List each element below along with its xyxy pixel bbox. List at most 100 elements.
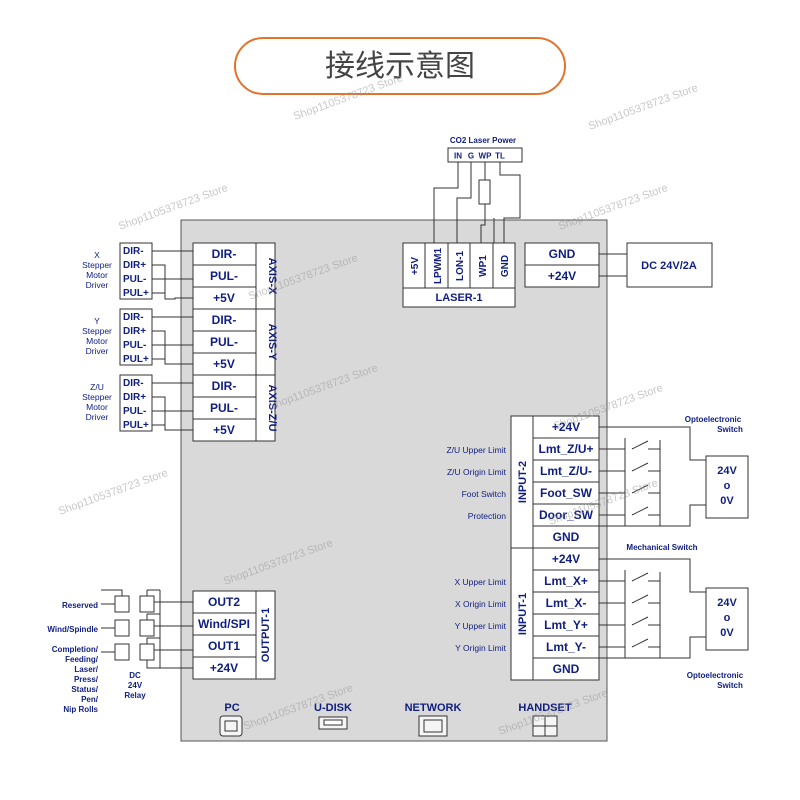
- y-driver-label-1: Y: [94, 316, 100, 326]
- laser-pin-lon1: LON-1: [455, 251, 466, 281]
- y-driver-label-3: Motor: [86, 336, 108, 346]
- wire-wp: [480, 162, 486, 245]
- input2-port: +24V Lmt_Z/U+ Lmt_Z/U- Foot_SW Door_SW G…: [446, 415, 600, 549]
- axis-zu-pin-pul: PUL-: [210, 401, 238, 415]
- y-driver: Y Stepper Motor Driver DIR- DIR+ PUL- PU…: [82, 308, 193, 366]
- co2-pin-g: G: [468, 152, 474, 161]
- axis-zu-pin-5v: +5V: [213, 423, 235, 437]
- input2-pin-2: Lmt_Z/U+: [538, 442, 593, 456]
- y-driver-label-2: Stepper: [82, 326, 112, 336]
- y-drv-pin-1: DIR-: [123, 312, 144, 323]
- wire-in-lpwm: [433, 162, 459, 245]
- power-port: GND +24V DC 24V/2A: [524, 242, 713, 288]
- opto-top-label-1: Optoelectronic: [685, 415, 742, 424]
- y-drv-pin-3: PUL-: [123, 340, 146, 351]
- output1-name: OUTPUT-1: [260, 608, 272, 662]
- relay-label-2: 24V: [128, 681, 143, 690]
- port-network-label: NETWORK: [405, 702, 462, 714]
- load-line-4: Press/: [74, 675, 99, 684]
- opto-bottom-label-1: Optoelectronic: [687, 671, 744, 680]
- title-pill: [234, 37, 566, 95]
- laser-port: +5V LPWM1 LON-1 WP1 GND LASER-1: [402, 242, 516, 308]
- relay-1-contact: [139, 595, 155, 613]
- axis-zu-port: DIR- PUL- +5V AXIS-Z/U: [192, 374, 278, 442]
- y-drv-pin-4: PUL+: [123, 354, 149, 365]
- mech-switch-label: Mechanical Switch: [626, 543, 697, 552]
- input1-pin-3: Lmt_X-: [546, 596, 587, 610]
- input2-pin-1: +24V: [552, 420, 580, 434]
- page-title: 接线示意图: [325, 49, 475, 84]
- input1-pin-2: Lmt_X+: [544, 574, 588, 588]
- input2-pin-5: Door_SW: [539, 508, 594, 522]
- y-driver-label-4: Driver: [86, 346, 109, 356]
- axis-x-pin-5v: +5V: [213, 291, 235, 305]
- relay-label-3: Relay: [124, 691, 146, 700]
- load-line-2: Feeding/: [65, 655, 99, 664]
- relay-1-coil: [114, 595, 130, 613]
- input2-signal-5: Protection: [468, 511, 507, 521]
- input1-signal-4: Y Upper Limit: [455, 621, 507, 631]
- axis-x-pin-dir: DIR-: [212, 247, 237, 261]
- input2-name: INPUT-2: [517, 461, 529, 503]
- axis-y-pin-5v: +5V: [213, 357, 235, 371]
- port-handset-label: HANDSET: [518, 702, 571, 714]
- axis-x-name: AXIS-X: [266, 258, 278, 295]
- usb-b-port-icon[interactable]: [219, 715, 243, 737]
- co2-pin-tl: TL: [495, 152, 505, 161]
- x-drv-pin-2: DIR+: [123, 260, 146, 271]
- dc-supply-box: [626, 242, 713, 288]
- axis-y-port: DIR- PUL- +5V AXIS-Y: [192, 308, 278, 376]
- wire-tl-gnd: [499, 162, 521, 245]
- port-udisk-label: U-DISK: [314, 702, 352, 714]
- co2-laser-power: CO2 Laser Power IN G WP TL: [433, 136, 523, 245]
- laser-port-name: LASER-1: [435, 292, 482, 304]
- input1-name: INPUT-1: [517, 593, 529, 635]
- output1-pin-4: +24V: [210, 661, 238, 675]
- relay-2-coil: [114, 619, 130, 637]
- zu-drv-pin-3: PUL-: [123, 406, 146, 417]
- power-pin-24v: +24V: [548, 269, 576, 283]
- x-driver: X Stepper Motor Driver DIR- DIR+ PUL- PU…: [82, 242, 193, 300]
- axis-x-port: DIR- PUL- +5V AXIS-X: [192, 242, 278, 310]
- load-line-6: Pen/: [81, 695, 99, 704]
- co2-power-title: CO2 Laser Power: [450, 136, 516, 145]
- load-line-1: Completion/: [52, 645, 99, 654]
- x-driver-label-1: X: [94, 250, 100, 260]
- zu-driver-terminal: [119, 374, 153, 432]
- ethernet-port-icon[interactable]: [418, 715, 448, 737]
- opto-bottom-label-2: Switch: [717, 681, 743, 690]
- x-drv-pin-3: PUL-: [123, 274, 146, 285]
- zu-driver-label-4: Driver: [86, 412, 109, 422]
- input1-port: +24V Lmt_X+ Lmt_X- Lmt_Y+ Lmt_Y- GND INP…: [455, 547, 600, 681]
- relay-2-contact: [139, 619, 155, 637]
- co2-pin-in: IN: [454, 152, 462, 161]
- x-driver-terminal: [119, 242, 153, 300]
- input1-signal-5: Y Origin Limit: [455, 643, 506, 653]
- supply-bottom-0v: 0V: [720, 627, 734, 639]
- input2-signal-4: Foot Switch: [462, 489, 507, 499]
- power-pin-gnd: GND: [549, 247, 576, 261]
- bottom-ports: PC U-DISK NETWORK HANDSET: [219, 702, 572, 737]
- laser-pin-gnd: GND: [500, 255, 511, 277]
- supply-bottom-24v: 24V: [717, 597, 737, 609]
- input2-pin-6: GND: [553, 530, 580, 544]
- input2-pin-4: Foot_SW: [540, 486, 593, 500]
- opto-supply-bottom: [705, 587, 749, 651]
- x-driver-label-2: Stepper: [82, 260, 112, 270]
- x-drv-pin-4: PUL+: [123, 288, 149, 299]
- load-reserved: Reserved: [62, 601, 98, 610]
- zu-driver-label-3: Motor: [86, 402, 108, 412]
- title-banner: 接线示意图: [234, 37, 566, 95]
- axis-zu-pin-dir: DIR-: [212, 379, 237, 393]
- opto-top-label-2: Switch: [717, 425, 743, 434]
- wire-g-lon: [456, 162, 472, 245]
- relay-3-contact: [139, 643, 155, 661]
- x-drv-pin-1: DIR-: [123, 246, 144, 257]
- load-line-3: Laser/: [74, 665, 98, 674]
- output1-pin-3: OUT1: [208, 639, 240, 653]
- x-driver-label-3: Motor: [86, 270, 108, 280]
- laser-pin-wp1: WP1: [478, 255, 489, 277]
- input2-pin-3: Lmt_Z/U-: [540, 464, 592, 478]
